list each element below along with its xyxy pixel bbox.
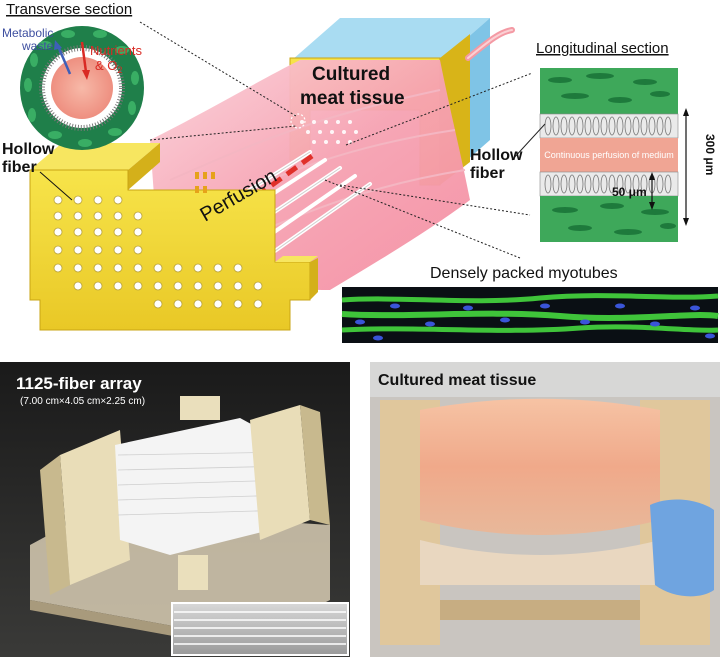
continuous-perfusion-label: Continuous perfusion of medium bbox=[544, 150, 674, 160]
scale-300um-label: 300 μm bbox=[703, 134, 717, 175]
nutrients-label-line1: Nutrients bbox=[90, 43, 143, 58]
cultured-meat-label-line1: Cultured bbox=[312, 64, 390, 85]
longitudinal-section-inset bbox=[511, 60, 689, 242]
fiber-array-dimensions: (7.00 cm×4.05 cm×2.25 cm) bbox=[20, 396, 145, 407]
hollow-fiber-left-label-line2: fiber bbox=[2, 159, 37, 176]
scale-50um-label: 50 μm bbox=[612, 185, 647, 199]
myotubes-label: Densely packed myotubes bbox=[430, 265, 618, 282]
hollow-fiber-left-pointer bbox=[39, 171, 73, 201]
hollow-fiber-right-label-line1: Hollow bbox=[470, 147, 523, 164]
cultured-meat-label-line2: meat tissue bbox=[300, 88, 405, 109]
hollow-fiber-right-label-line2: fiber bbox=[470, 165, 505, 182]
cultured-meat-photo: Cultured meat tissue bbox=[370, 362, 720, 657]
leader-lines bbox=[139, 21, 541, 259]
myotube-fluorescence-image bbox=[341, 287, 719, 343]
metabolic-waste-label-line1: Metabolic bbox=[2, 26, 53, 40]
metabolic-waste-label-line2: waste bbox=[21, 39, 54, 53]
transverse-section-inset bbox=[20, 26, 144, 150]
fiber-array-title: 1125-fiber array bbox=[16, 374, 142, 393]
bioreactor-diagram: Transverse section Metabolic waste Nutri… bbox=[2, 1, 719, 343]
hollow-fiber-left-label-line1: Hollow bbox=[2, 141, 55, 158]
front-frame bbox=[29, 143, 318, 331]
cultured-meat-photo-title: Cultured meat tissue bbox=[378, 372, 536, 389]
longitudinal-section-title: Longitudinal section bbox=[536, 40, 669, 57]
fiber-array-photo: 1125-fiber array (7.00 cm×4.05 cm×2.25 c… bbox=[0, 362, 350, 657]
nutrients-label-line2: & O2 bbox=[95, 58, 122, 75]
transverse-section-title: Transverse section bbox=[6, 1, 132, 18]
